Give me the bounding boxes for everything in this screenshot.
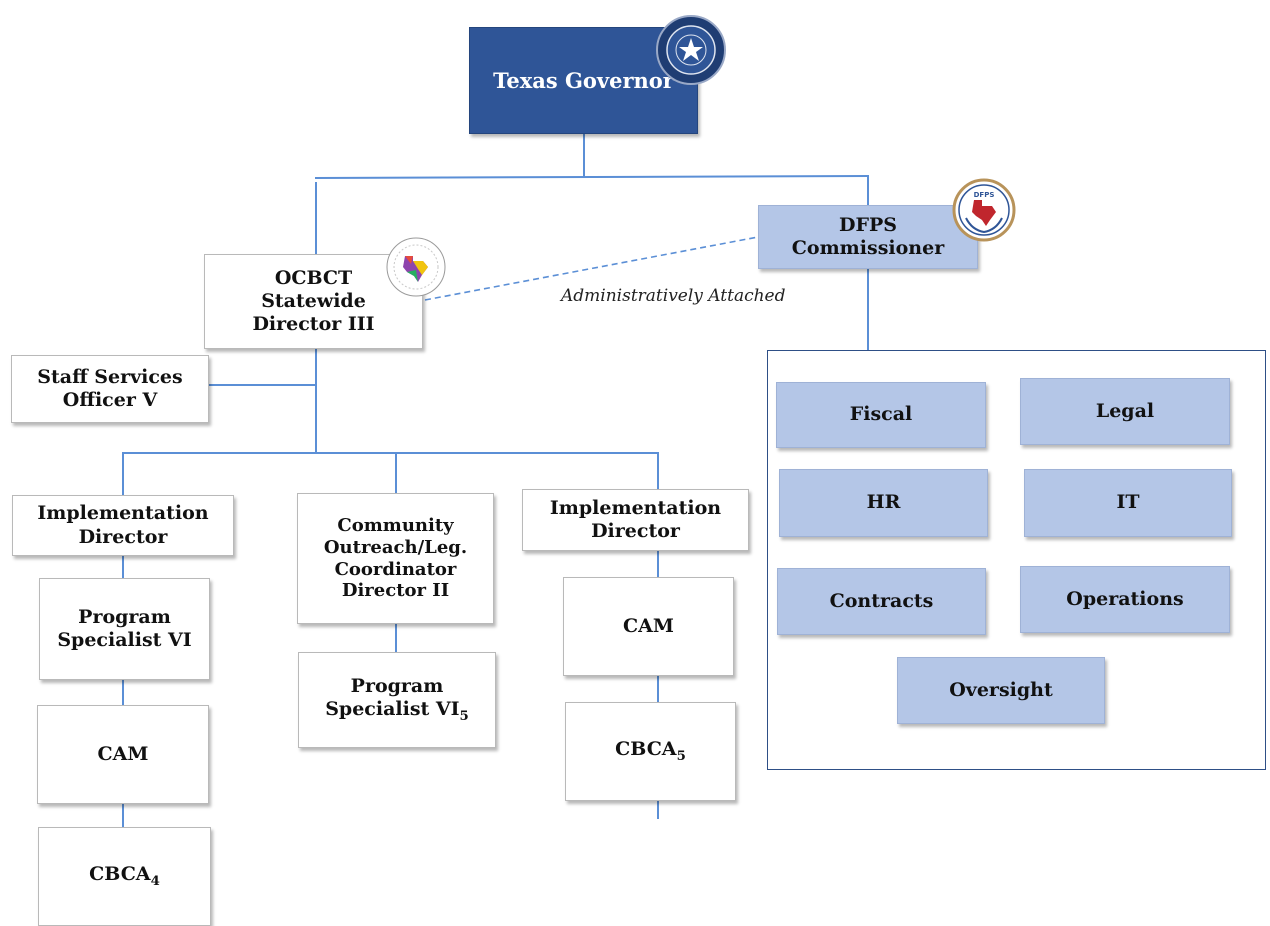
middle-director-line3: Coordinator [334,558,457,580]
middle-director-line1: Community [337,514,454,536]
dfps-line1: DFPS [839,213,897,236]
texas-state-seal-icon [656,15,726,85]
unit-hr-label: HR [866,491,901,514]
connector-dfps-to-units [867,269,869,350]
connector-left-2 [122,680,124,705]
middle-program-specialist-box: Program Specialist VI5 [298,652,496,748]
left-director-line1: Implementation [37,502,209,525]
right-director-line1: Implementation [549,496,722,519]
middle-ps-line1: Program [350,674,444,697]
unit-fiscal-label: Fiscal [849,403,913,426]
dfps-logo-text: DFPS [974,191,995,199]
left-cbca-box: CBCA4 [38,827,211,926]
texas-governor-label: Texas Governor [493,67,674,93]
connector-staff-services [208,384,316,386]
right-cam-label: CAM [623,614,674,637]
unit-operations-label: Operations [1066,587,1184,610]
dfps-units-frame [767,350,1266,770]
connector-right-3 [657,801,659,819]
connector-governor-down [583,134,585,178]
middle-ps-line2: Specialist VI5 [325,698,469,724]
right-director-line2: Director [591,520,680,542]
unit-hr: HR [779,469,988,537]
left-implementation-director-box: Implementation Director [12,495,234,556]
left-cam-label: CAM [97,742,149,765]
left-cbca-label: CBCA4 [89,862,160,889]
ocbct-director-box: OCBCT Statewide Director III [204,254,423,349]
staff-services-line2: Officer V [62,389,158,411]
staff-services-officer-box: Staff Services Officer V [11,355,209,423]
dfps-commissioner-box: DFPS Commissioner [758,205,978,269]
left-ps-line1: Program [78,605,171,628]
administratively-attached-label: Administratively Attached [561,286,786,306]
connector-middle-1 [395,624,397,652]
connector-branch-horizontal [122,452,659,454]
unit-it-label: IT [1116,491,1140,514]
connector-right-branch [657,452,659,489]
right-implementation-director-box: Implementation Director [522,489,749,551]
ocbct-logo-icon [386,237,446,297]
right-cbca-box: CBCA5 [565,702,736,801]
texas-governor-box: Texas Governor [469,27,698,134]
dfps-logo-icon: DFPS [952,178,1016,242]
connector-left-branch [122,452,124,495]
left-director-line2: Director [78,525,168,548]
right-cam-box: CAM [563,577,734,676]
connector-right-2 [657,676,659,702]
unit-contracts: Contracts [777,568,986,635]
ocbct-line3: Director III [252,313,375,336]
staff-services-line1: Staff Services [37,365,183,388]
unit-legal-label: Legal [1095,399,1155,422]
left-cam-box: CAM [37,705,209,804]
left-program-specialist-box: Program Specialist VI [39,578,210,680]
community-outreach-director-box: Community Outreach/Leg. Coordinator Dire… [297,493,494,624]
unit-it: IT [1024,469,1232,537]
right-cbca-label: CBCA5 [615,737,686,764]
dfps-line2: Commissioner [791,237,945,259]
connector-right-1 [657,551,659,577]
middle-director-line2: Outreach/Leg. [323,536,468,558]
middle-director-line4: Director II [341,580,450,602]
unit-operations: Operations [1020,566,1230,633]
unit-oversight-label: Oversight [949,678,1053,701]
unit-contracts-label: Contracts [829,589,934,612]
connector-ocbct-down [315,349,317,453]
left-ps-line2: Specialist VI [57,629,192,651]
connector-to-dfps [867,176,869,206]
unit-legal: Legal [1020,378,1230,445]
connector-middle-branch [395,452,397,493]
connector-left-3 [122,804,124,827]
connector-left-1 [122,556,124,578]
connector-to-ocbct [315,182,317,255]
ocbct-line2: Statewide [261,289,366,312]
unit-fiscal: Fiscal [776,382,986,448]
ocbct-line1: OCBCT [274,266,353,289]
unit-oversight: Oversight [897,657,1105,724]
